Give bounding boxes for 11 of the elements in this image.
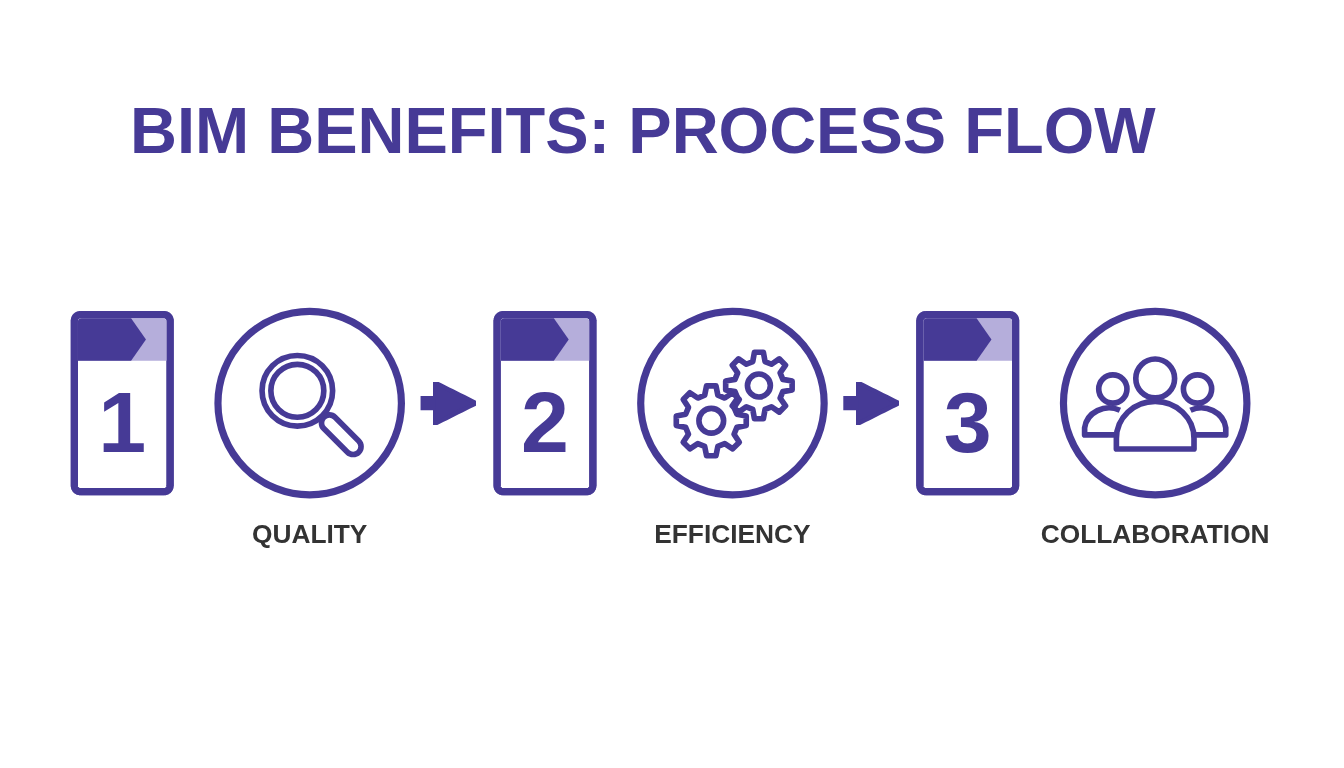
step-label: QUALITY <box>251 518 368 549</box>
number-card: 2 <box>493 311 597 496</box>
icon-circle <box>1059 307 1251 499</box>
title: BIM BENEFITS: PROCESS FLOW <box>130 94 1156 169</box>
icon-circle <box>637 307 828 499</box>
arrow <box>840 379 902 427</box>
number-card: 1 <box>70 311 174 496</box>
icon-circle <box>214 307 405 499</box>
step-label: EFFICIENCY <box>654 518 811 549</box>
number-card: 3 <box>916 311 1020 496</box>
step-label: COLLABORATION <box>1040 518 1270 549</box>
